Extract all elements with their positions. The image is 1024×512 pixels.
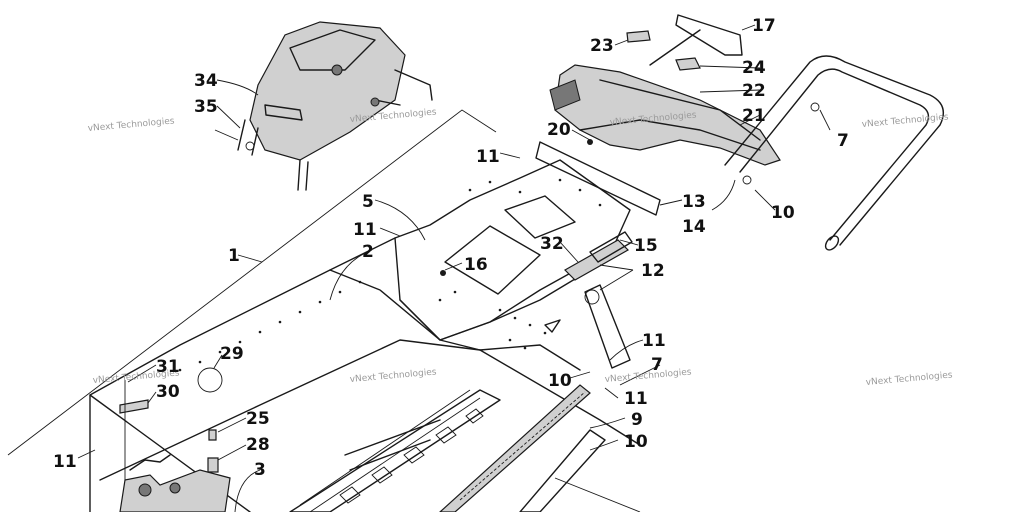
callout-labels: 1 2 3 5 7 7 9 10 10 10 11 11 11 11 11 12… xyxy=(53,16,849,480)
fastener-36-screw xyxy=(214,129,239,141)
spacer-29 xyxy=(207,457,219,473)
tunnel-cutout-upper xyxy=(504,195,576,239)
callout-label: 23 xyxy=(590,36,614,56)
serrated-rail xyxy=(439,384,591,512)
callout-label: 22 xyxy=(742,81,766,101)
leader-lines xyxy=(77,24,831,512)
watermark-7: vNext Technologies xyxy=(604,367,692,385)
decal-25 xyxy=(675,57,701,71)
callout-label: 3 xyxy=(254,460,266,480)
callout-label: 35 xyxy=(194,97,218,117)
bolt-28 xyxy=(208,429,217,441)
reference-outline-bottom xyxy=(554,477,641,512)
strap-31 xyxy=(119,399,149,414)
watermark-8: vNext Technologies xyxy=(865,370,953,388)
callout-label: 29 xyxy=(220,344,244,364)
fastener-17 xyxy=(440,270,446,276)
callout-label: 10 xyxy=(548,371,572,391)
callout-label: 11 xyxy=(624,389,648,409)
handle-rods xyxy=(344,419,441,471)
pad-24 xyxy=(626,30,651,43)
support-arm xyxy=(584,284,631,369)
grab-handle xyxy=(675,14,743,56)
seat-cowl xyxy=(237,21,433,191)
callout-label: 2 xyxy=(362,242,374,262)
rear-bracket-plate xyxy=(589,231,633,263)
callout-label: 7 xyxy=(837,131,849,151)
callout-label: 20 xyxy=(547,120,571,140)
rivet-21 xyxy=(587,139,593,145)
callout-label: 5 xyxy=(362,192,374,212)
callout-label: 13 xyxy=(682,192,706,212)
callout-label: 24 xyxy=(742,58,766,78)
callout-label: 7 xyxy=(651,355,663,375)
washer-7-upper xyxy=(810,102,820,112)
callout-label: 25 xyxy=(246,409,270,429)
tunnel-cutout-lower xyxy=(444,225,541,295)
callout-label: 16 xyxy=(464,255,488,275)
callout-label: 32 xyxy=(540,234,564,254)
watermark-1: vNext Technologies xyxy=(87,116,175,134)
arrow-marker xyxy=(544,319,561,333)
callout-label: 17 xyxy=(752,16,776,36)
callout-label: 14 xyxy=(682,217,706,237)
reference-outline-top xyxy=(7,109,497,456)
tunnel-rail-edge xyxy=(479,349,641,446)
rear-bumper-tank xyxy=(549,64,781,166)
callout-label: 21 xyxy=(742,106,766,126)
watermark-4: vNext Technologies xyxy=(861,112,949,130)
callout-label: 11 xyxy=(53,452,77,472)
tunnel-assembly xyxy=(89,159,641,512)
callout-label: 28 xyxy=(246,435,270,455)
callout-label: 11 xyxy=(476,147,500,167)
slide-rails xyxy=(439,384,606,512)
tunnel-inner-edge xyxy=(99,339,481,481)
callout-label: 10 xyxy=(771,203,795,223)
bumper-loop xyxy=(724,55,944,251)
clamp-ring-30 xyxy=(197,367,223,393)
lattice-panel xyxy=(289,389,501,512)
lower-rail xyxy=(519,429,606,512)
callout-label: 1 xyxy=(228,246,240,266)
callout-label: 11 xyxy=(642,331,666,351)
callout-label: 34 xyxy=(194,71,218,91)
watermark-6: vNext Technologies xyxy=(349,367,437,385)
tunnel-left-side xyxy=(89,237,396,512)
callout-label: 31 xyxy=(156,357,180,377)
tunnel-fold-line xyxy=(329,269,581,371)
washer-10-upper xyxy=(742,175,752,185)
front-bracket-plate xyxy=(535,141,661,216)
callout-label: 15 xyxy=(634,236,658,256)
callout-label: 30 xyxy=(156,382,180,402)
grab-handle-stem xyxy=(649,29,701,66)
electrical-harness xyxy=(119,454,231,512)
rivet-holes xyxy=(178,178,602,372)
callout-label: 9 xyxy=(631,410,643,430)
callout-label: 10 xyxy=(624,432,648,452)
support-arm-pivot xyxy=(584,289,600,305)
fastener-36 xyxy=(245,141,255,151)
callout-label: 12 xyxy=(641,261,665,281)
callout-label: 11 xyxy=(353,220,377,240)
